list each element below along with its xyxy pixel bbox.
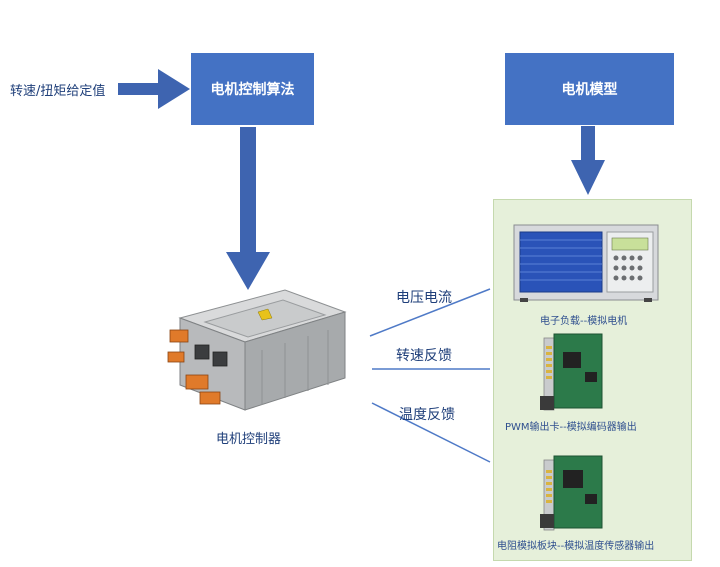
model-to-panel-arrow — [571, 126, 605, 195]
motor-control-algorithm-box: 电机控制算法 — [191, 53, 314, 125]
temp-feedback-label: 温度反馈 — [399, 407, 455, 423]
device-caption-electronic-load: 电子负载--模拟电机 — [540, 316, 628, 327]
temp-feedback-line — [371, 402, 491, 463]
device-caption-resistance-card: 电阻模拟板块--模拟温度传感器输出 — [497, 541, 655, 552]
speed-feedback-label: 转速反馈 — [396, 348, 452, 364]
input-arrow — [118, 69, 190, 109]
device-caption-pwm-card: PWM输出卡--模拟编码器输出 — [505, 422, 637, 433]
controller-caption: 电机控制器 — [216, 432, 282, 447]
input-label: 转速/扭矩给定值 — [10, 84, 106, 99]
algorithm-to-controller-arrow — [226, 127, 270, 290]
voltage-current-label: 电压电流 — [396, 290, 452, 306]
motor-model-box: 电机模型 — [505, 53, 674, 125]
voltage-current-line — [369, 288, 491, 337]
